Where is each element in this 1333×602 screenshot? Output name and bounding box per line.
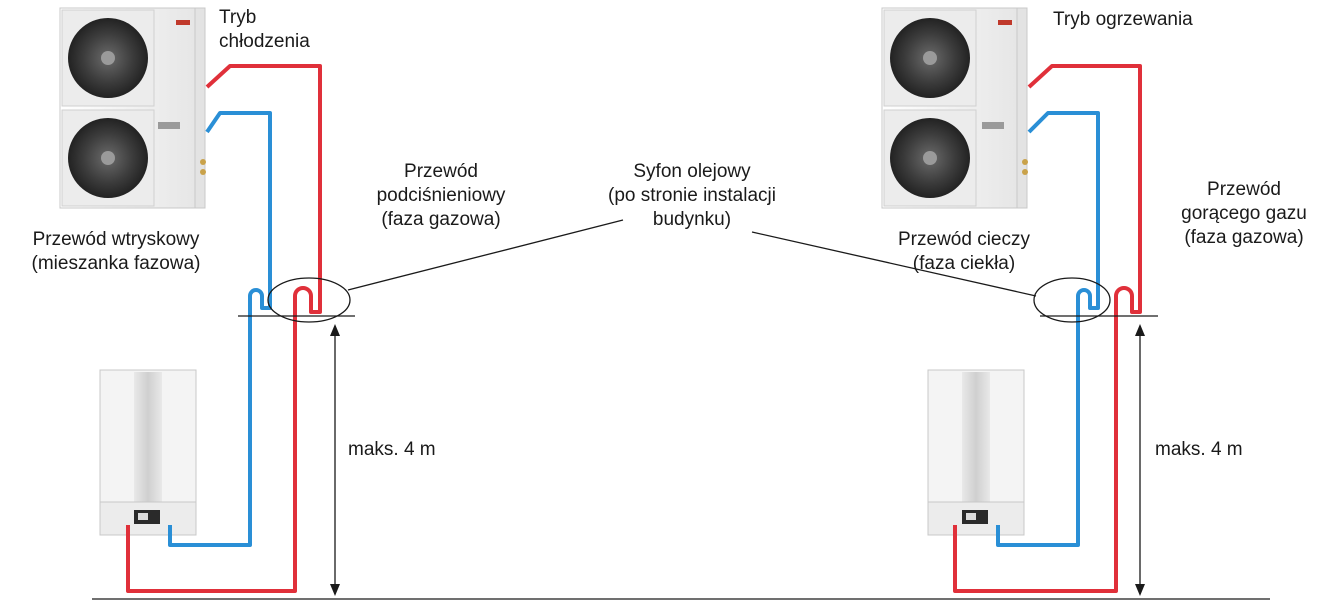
right-liquid-line-label: Przewód cieczy (faza ciekła) xyxy=(898,228,1030,276)
left-mode-label-line2: chłodzenia xyxy=(219,31,310,52)
left-mode-label-line1: Tryb xyxy=(219,7,257,28)
right-system xyxy=(881,7,1158,596)
liquid-line-title: Przewód cieczy xyxy=(898,229,1030,250)
left-injection-line-label: Przewód wtryskowy (mieszanka fazowa) xyxy=(32,228,201,276)
right-hot-gas-pipe xyxy=(953,64,1142,593)
right-height-label: maks. 4 m xyxy=(1155,439,1243,460)
hot-gas-line-title2: gorącego gazu xyxy=(1181,203,1307,224)
left-height-label: maks. 4 m xyxy=(348,439,436,460)
right-indoor-unit xyxy=(927,369,1025,536)
injection-line-title: Przewód wtryskowy xyxy=(32,229,200,250)
right-hot-gas-line-label: Przewód gorącego gazu (faza gazowa) xyxy=(1181,178,1307,250)
hot-gas-line-title1: Przewód xyxy=(1207,179,1281,200)
oil-trap-label: Syfon olejowy (po stronie instalacji bud… xyxy=(608,160,776,232)
oil-trap-leader-right xyxy=(751,231,1037,297)
oil-trap-note2: budynku) xyxy=(652,209,732,230)
oil-trap-note1: (po stronie instalacji xyxy=(608,185,776,206)
left-suction-pipe xyxy=(126,64,322,593)
left-suction-line-label: Przewód podciśnieniowy (faza gazowa) xyxy=(377,160,506,232)
suction-line-title1: Przewód xyxy=(404,161,478,182)
suction-line-phase: (faza gazowa) xyxy=(381,209,501,230)
injection-line-phase: (mieszanka fazowa) xyxy=(31,253,201,274)
left-mode-label: Tryb chłodzenia xyxy=(219,6,310,54)
liquid-line-phase: (faza ciekła) xyxy=(912,253,1016,274)
left-outdoor-unit xyxy=(59,7,206,209)
left-system xyxy=(59,7,355,596)
suction-line-title2: podciśnieniowy xyxy=(376,185,506,206)
hot-gas-line-phase: (faza gazowa) xyxy=(1184,227,1304,248)
right-liquid-pipe xyxy=(996,111,1100,547)
oil-trap-title: Syfon olejowy xyxy=(633,161,751,182)
left-indoor-unit xyxy=(99,369,197,536)
left-oil-trap-marker xyxy=(267,277,351,323)
right-outdoor-unit xyxy=(881,7,1028,209)
oil-trap-leader-left xyxy=(347,219,624,291)
left-height-arrow xyxy=(330,324,340,596)
right-height-arrow xyxy=(1135,324,1145,596)
right-mode-label: Tryb ogrzewania xyxy=(1053,9,1193,30)
right-oil-trap-marker xyxy=(1033,277,1111,323)
